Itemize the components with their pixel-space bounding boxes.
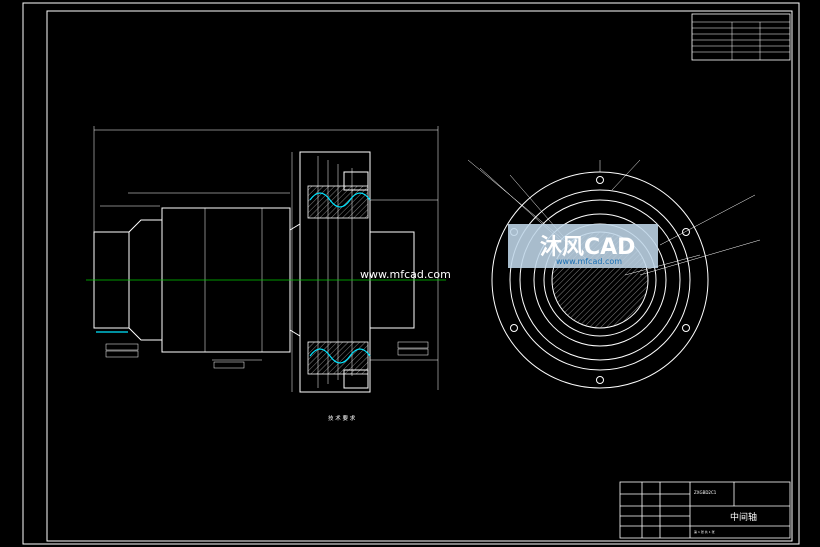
sheet-count: 第 1 张 共 1 张 [694, 529, 715, 534]
watermark-url-big: www.mfcad.com [556, 257, 622, 266]
title-block-left-note: ZXGBD2C1 [694, 490, 717, 495]
front-view [93, 126, 439, 393]
watermark: 沐风CAD www.mfcad.com www.mfcad.com [360, 224, 658, 281]
title-block [619, 481, 791, 539]
part-name: 中间轴 [730, 511, 757, 523]
inner-frame [46, 10, 793, 542]
outer-frame [22, 2, 800, 545]
corner-parameter-table [691, 13, 791, 61]
watermark-url-small: www.mfcad.com [360, 268, 451, 281]
watermark-brand: 沐风CAD [540, 235, 635, 260]
technical-requirements: 技 术 要 求 [328, 414, 356, 422]
gear-profile-highlights [96, 192, 371, 364]
side-view [467, 159, 761, 389]
tech-req-title: 技 术 要 求 [328, 414, 356, 422]
